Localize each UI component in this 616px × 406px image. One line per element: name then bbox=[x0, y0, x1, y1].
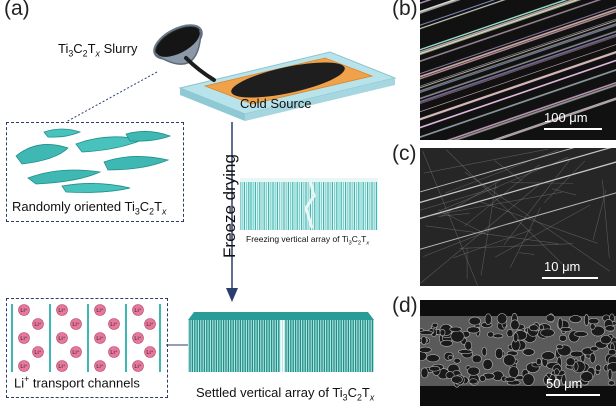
sem-image-b: 100 μm bbox=[420, 0, 616, 140]
settled-array-label: Settled vertical array of Ti3C2Tx bbox=[196, 385, 375, 403]
slurry-label: Ti3C2Tx Slurry bbox=[58, 41, 138, 59]
slurry-bowl-and-cold-source bbox=[65, 24, 397, 123]
svg-text:Li⁺: Li⁺ bbox=[58, 307, 65, 314]
svg-text:Li⁺: Li⁺ bbox=[20, 363, 27, 370]
li-ion: Li⁺ bbox=[94, 332, 106, 344]
svg-text:Li⁺: Li⁺ bbox=[110, 349, 117, 356]
li-ion: Li⁺ bbox=[144, 318, 156, 330]
freeze-drying-arrow bbox=[226, 122, 238, 302]
svg-text:Li⁺: Li⁺ bbox=[134, 363, 141, 370]
li-ion: Li⁺ bbox=[132, 304, 144, 316]
freezing-array-illustration bbox=[240, 178, 378, 230]
li-ion: Li⁺ bbox=[56, 304, 68, 316]
svg-text:Li⁺: Li⁺ bbox=[134, 335, 141, 342]
svg-text:Li⁺: Li⁺ bbox=[34, 349, 41, 356]
li-ion: Li⁺ bbox=[108, 318, 120, 330]
li-ion: Li⁺ bbox=[18, 360, 30, 372]
svg-text:Li⁺: Li⁺ bbox=[146, 321, 153, 328]
svg-text:Li⁺: Li⁺ bbox=[72, 321, 79, 328]
li-ion: Li⁺ bbox=[132, 332, 144, 344]
li-ion: Li⁺ bbox=[70, 346, 82, 358]
li-ion: Li⁺ bbox=[32, 318, 44, 330]
svg-text:Li⁺: Li⁺ bbox=[20, 335, 27, 342]
panel-label-c: (c) bbox=[392, 142, 417, 165]
li-ion: Li⁺ bbox=[32, 346, 44, 358]
sem-image-c: 10 μm bbox=[420, 148, 616, 286]
sem-image-d: 50 μm bbox=[420, 300, 616, 406]
scalebar-c-label: 10 μm bbox=[544, 259, 581, 274]
li-ion: Li⁺ bbox=[18, 332, 30, 344]
li-ion: Li⁺ bbox=[132, 360, 144, 372]
random-flakes-label: Randomly oriented Ti3C2Tx bbox=[12, 199, 167, 217]
panel-label-d: (d) bbox=[392, 294, 418, 317]
transport-label: Li+ transport channels bbox=[14, 374, 140, 391]
scalebar-d-label: 50 μm bbox=[546, 376, 583, 391]
freeze-drying-label: Freeze drying bbox=[220, 154, 239, 258]
svg-text:Li⁺: Li⁺ bbox=[58, 335, 65, 342]
svg-text:Li⁺: Li⁺ bbox=[146, 349, 153, 356]
svg-text:Li⁺: Li⁺ bbox=[96, 335, 103, 342]
li-ion: Li⁺ bbox=[94, 304, 106, 316]
random-flakes-illustration bbox=[15, 128, 172, 193]
panel-label-b: (b) bbox=[392, 0, 418, 20]
li-ion: Li⁺ bbox=[108, 346, 120, 358]
svg-text:Li⁺: Li⁺ bbox=[134, 307, 141, 314]
svg-text:Li⁺: Li⁺ bbox=[96, 307, 103, 314]
panel-label-a: (a) bbox=[4, 0, 30, 20]
freezing-array-label: Freezing vertical array of Ti3C2Tx bbox=[246, 234, 370, 247]
li-ion: Li⁺ bbox=[56, 360, 68, 372]
svg-text:Li⁺: Li⁺ bbox=[72, 349, 79, 356]
connector-line bbox=[166, 344, 190, 346]
svg-text:Li⁺: Li⁺ bbox=[110, 321, 117, 328]
cold-source-label: Cold Source bbox=[240, 96, 312, 111]
settled-array-illustration bbox=[188, 312, 374, 372]
transport-channels-illustration: Li⁺ Li⁺ Li⁺ Li⁺ Li⁺ Li⁺ Li⁺ Li⁺ Li⁺ Li⁺ Li⁺ Li⁺ Li⁺ L… bbox=[11, 304, 161, 372]
svg-text:Li⁺: Li⁺ bbox=[34, 321, 41, 328]
li-ion: Li⁺ bbox=[94, 360, 106, 372]
li-ion: Li⁺ bbox=[144, 346, 156, 358]
li-ion: Li⁺ bbox=[56, 332, 68, 344]
li-ion: Li⁺ bbox=[70, 318, 82, 330]
svg-text:Li⁺: Li⁺ bbox=[20, 307, 27, 314]
scalebar-b-label: 100 μm bbox=[544, 110, 588, 125]
li-ion: Li⁺ bbox=[18, 304, 30, 316]
svg-text:Li⁺: Li⁺ bbox=[58, 363, 65, 370]
svg-text:Li⁺: Li⁺ bbox=[96, 363, 103, 370]
